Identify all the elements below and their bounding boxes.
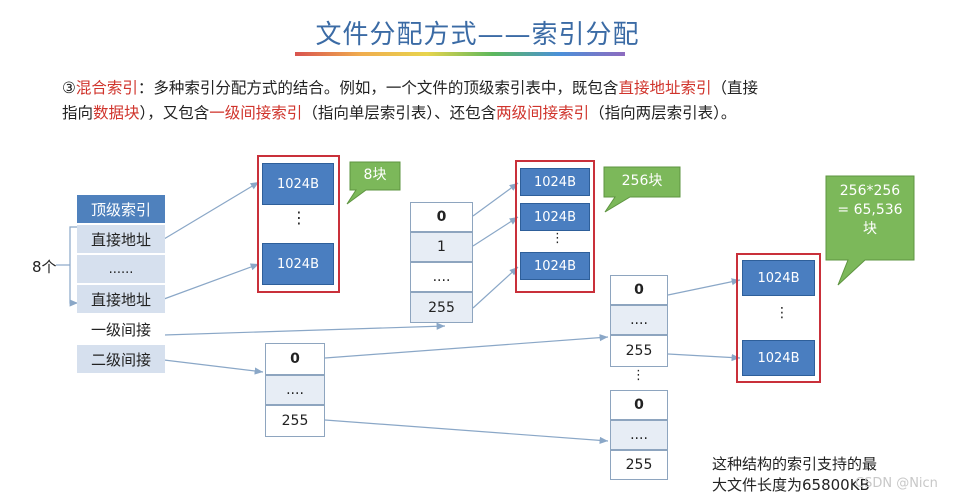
- term-mixed-index: 混合索引: [75, 79, 138, 97]
- top-index-direct-last: 直接地址: [77, 285, 165, 313]
- term-direct-index: 直接地址索引: [618, 79, 712, 97]
- top-index-header: 顶级索引: [77, 195, 165, 223]
- arrow-direct-last: [163, 263, 260, 300]
- l2-outer-cell-0: 0: [265, 343, 325, 375]
- direct-block-last: 1024B: [262, 243, 334, 285]
- l2-blocks-dots: ⋮: [775, 305, 789, 321]
- inner-tables-dots: ⋮: [632, 368, 645, 383]
- arrow-l2-255: [324, 419, 609, 444]
- term-double-indirect: 两级间接索引: [496, 104, 590, 122]
- arrow-inner-0: [667, 278, 741, 296]
- arrow-inner-255: [667, 353, 741, 362]
- l1-table-cell-255: 255: [410, 292, 473, 323]
- description-line-2: 指向数据块），又包含一级间接索引（指向单层索引表）、还包含两级间接索引（指向两层…: [62, 104, 737, 122]
- page-title: 文件分配方式——索引分配: [315, 20, 640, 50]
- callout-256-blocks: [603, 166, 681, 213]
- l2-inner-b-cell-255: 255: [610, 450, 668, 480]
- l1-blocks-frame: [515, 160, 595, 293]
- top-index-direct-first: 直接地址: [77, 225, 165, 253]
- callout-8-blocks-text: 8块: [363, 167, 387, 183]
- term-single-indirect: 一级间接索引: [209, 104, 303, 122]
- l1-block-1: 1024B: [520, 168, 590, 196]
- top-index-double-indirect: 二级间接: [77, 345, 165, 373]
- l2-blocks-frame: [736, 253, 821, 383]
- l2-inner-a-cell-ellipsis: ....: [610, 305, 668, 335]
- arrow-l1-0: [472, 182, 519, 217]
- arrow-direct-first: [163, 181, 260, 240]
- watermark: CSDN @Nicn: [855, 476, 938, 491]
- l1-blocks-dots: ⋮: [551, 231, 564, 246]
- l2-outer-cell-255: 255: [265, 405, 325, 437]
- l2-outer-cell-ellipsis: ....: [265, 375, 325, 405]
- l2-inner-b-cell-0: 0: [610, 390, 668, 420]
- footer-note: 这种结构的索引支持的最 大文件长度为65800KB: [712, 455, 878, 494]
- direct-blocks-dots: ⋮: [291, 208, 307, 227]
- arrow-l1-255: [472, 266, 519, 309]
- l1-table-cell-ellipsis: ....: [410, 262, 473, 292]
- arrow-l2-0: [324, 334, 609, 359]
- arrow-single-indirect: [163, 322, 446, 336]
- l1-table-cell-0: 0: [410, 202, 473, 232]
- direct-block-first: 1024B: [262, 163, 334, 205]
- description-line-1: ③混合索引：多种索引分配方式的结合。例如，一个文件的顶级索引表中，既包含直接地址…: [62, 79, 758, 97]
- title-underline: [295, 52, 625, 56]
- l1-block-2: 1024B: [520, 203, 590, 231]
- top-index-ellipsis: ......: [77, 255, 165, 283]
- l2-block-first: 1024B: [742, 260, 815, 296]
- callout-8-blocks: [346, 161, 401, 205]
- l1-table-cell-1: 1: [410, 232, 473, 262]
- arrow-double-indirect: [163, 359, 264, 375]
- top-index-single-indirect: 一级间接: [77, 315, 165, 343]
- callout-65536-blocks: [825, 175, 915, 286]
- l2-inner-a-cell-255: 255: [610, 335, 668, 367]
- description: ③混合索引：多种索引分配方式的结合。例如，一个文件的顶级索引表中，既包含直接地址…: [62, 76, 922, 126]
- callout-65536-blocks-text: 256*256 = 65,536 块: [837, 183, 903, 237]
- l2-block-last: 1024B: [742, 340, 815, 376]
- l2-inner-b-cell-ellipsis: ....: [610, 420, 668, 450]
- direct-blocks-frame: [257, 155, 340, 293]
- l1-block-3: 1024B: [520, 252, 590, 280]
- callout-256-blocks-text: 256块: [621, 173, 663, 189]
- l2-inner-a-cell-0: 0: [610, 275, 668, 305]
- arrow-l1-1: [472, 216, 519, 247]
- term-data-block: 数据块: [93, 104, 140, 122]
- direct-count-label: 8个: [32, 258, 57, 276]
